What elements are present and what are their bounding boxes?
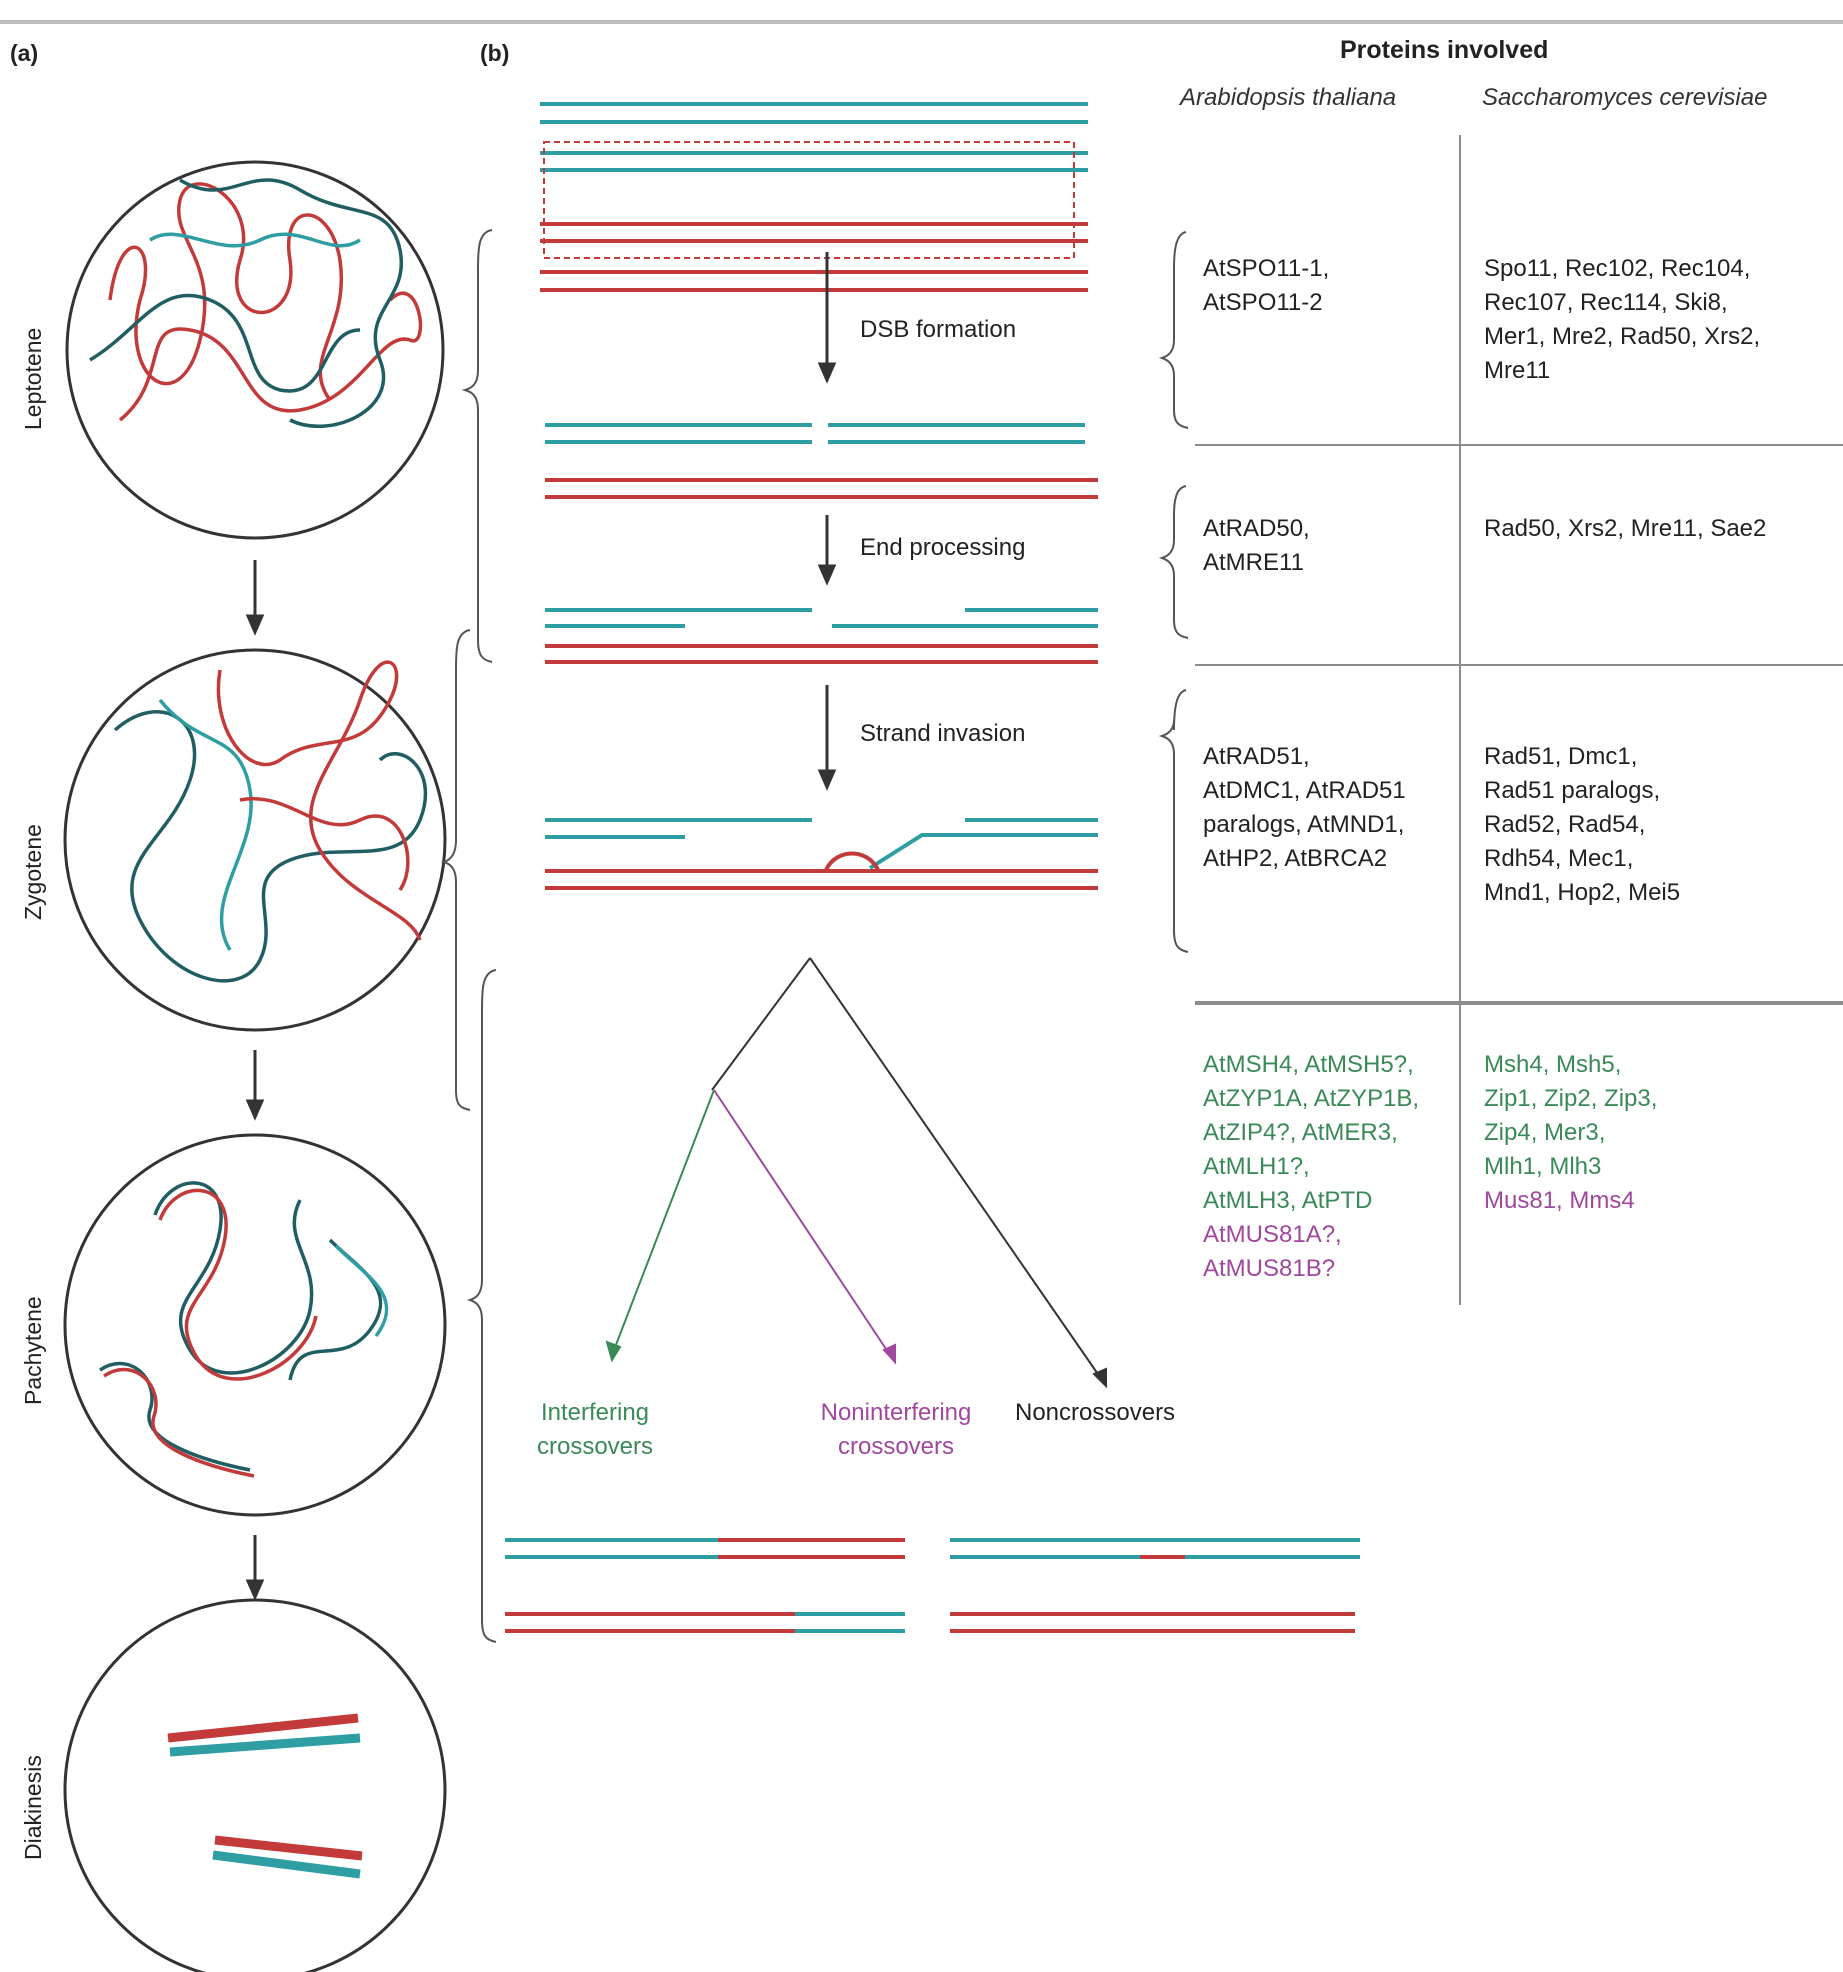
dna-after-processing (545, 608, 1098, 664)
row2-yeast: Rad50, Xrs2, Mre11, Sae2 (1484, 515, 1767, 542)
dna-strand-invasion (545, 818, 1098, 890)
outcome-noninterfering-crossovers: Noninterfering crossovers (820, 1399, 972, 1460)
outcome-noncrossovers: Noncrossovers (1015, 1399, 1176, 1426)
step-dsb-formation: DSB formation (860, 316, 1017, 343)
right-braces (1158, 231, 1189, 953)
stage-arrows (245, 560, 265, 1601)
stage-label-leptotene: Leptotene (20, 327, 46, 430)
nucleus-zygotene (63, 648, 447, 1032)
row1-arabidopsis: AtSPO11-1, AtSPO11-2 (1203, 255, 1330, 316)
panel-a-label: (a) (10, 40, 39, 66)
step-arrows (817, 252, 837, 791)
step-strand-invasion: Strand invasion (860, 720, 1026, 747)
dna-initial (540, 102, 1088, 292)
stage-label-pachytene: Pachytene (20, 1296, 46, 1405)
row2-arabidopsis: AtRAD50, AtMRE11 (1203, 515, 1310, 576)
row3-arabidopsis: AtRAD51, AtDMC1, AtRAD51 paralogs, AtMND… (1203, 743, 1406, 872)
nucleus-diakinesis (63, 1598, 447, 1972)
species-yeast: Saccharomyces cerevisiae (1482, 84, 1768, 111)
proteins-header: Proteins involved (1340, 36, 1549, 64)
row3-yeast: Rad51, Dmc1, Rad51 paralogs, Rad52, Rad5… (1484, 743, 1681, 906)
stage-label-diakinesis: Diakinesis (20, 1755, 46, 1860)
outcome-interfering-crossovers: Interfering crossovers (536, 1399, 654, 1460)
dna-after-dsb (545, 423, 1098, 499)
tree-arrowheads (605, 1340, 1107, 1389)
step-end-processing: End processing (860, 534, 1026, 561)
row4-arabidopsis: AtMSH4, AtMSH5?, AtZYP1A, AtZYP1B, AtZIP… (1203, 1051, 1420, 1282)
nucleus-pachytene (63, 1133, 447, 1517)
noncrossover-products (950, 1538, 1360, 1633)
panel-b-label: (b) (480, 40, 510, 66)
row4-yeast: Msh4, Msh5, Zip1, Zip2, Zip3, Zip4, Mer3… (1484, 1051, 1658, 1214)
species-arabidopsis: Arabidopsis thaliana (1180, 84, 1397, 111)
outcome-tree (613, 957, 1103, 1381)
nucleus-leptotene (65, 160, 445, 540)
left-braces (440, 229, 497, 1643)
crossover-products (505, 1538, 905, 1633)
stage-label-zygotene: Zygotene (20, 824, 46, 920)
protein-table-grid (1195, 135, 1843, 1305)
row1-yeast: Spo11, Rec102, Rec104, Rec107, Rec114, S… (1484, 255, 1761, 384)
